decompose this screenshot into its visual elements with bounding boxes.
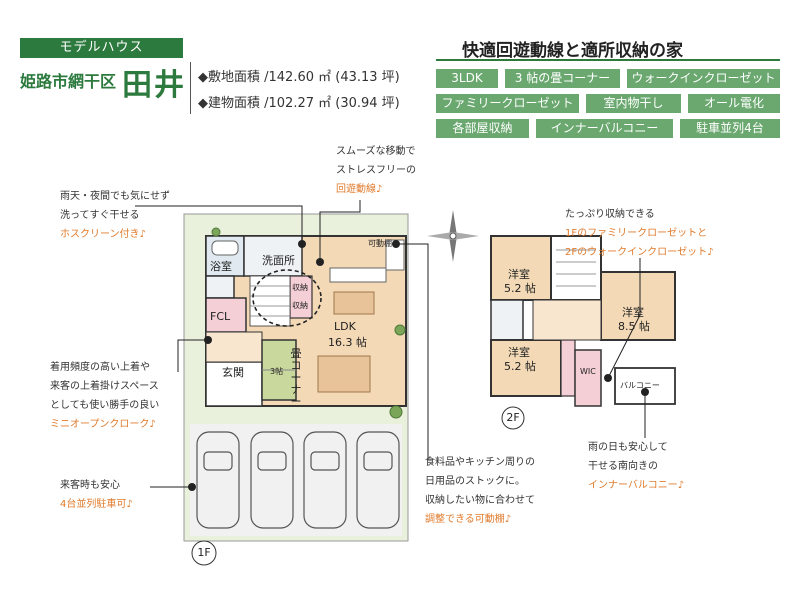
callout-hoscreen-highlight: ホスクリーン付き♪	[60, 229, 146, 240]
city-label: 姫路市網干区	[20, 72, 117, 91]
tag-indoor-drying: 室内物干し	[586, 94, 681, 113]
tag-room-storage: 各部屋収納	[436, 119, 529, 138]
callout-parking-line1: 来客時も安心	[60, 480, 120, 491]
callout-shelf-highlight: 調整できる可動棚♪	[425, 514, 512, 525]
room-2f-a-size: 5.2 帖	[504, 282, 536, 295]
room-storage-1: 収納	[292, 283, 308, 292]
room-2f-c: 洋室	[508, 346, 530, 359]
callout-kaiyu-line1: スムーズな移動で	[336, 146, 416, 157]
tagline-rule	[436, 59, 780, 61]
callout-balcony: 雨の日も安心して 干せる南向きの インナーバルコニー♪	[588, 438, 684, 495]
callout-shelf: 食料品やキッチン周りの 日用品のストックに。 収納したい物に合わせて 調整できる…	[425, 453, 535, 529]
callout-cloak-line2: 来客の上着掛けスペース	[50, 381, 159, 392]
compass-icon	[427, 210, 479, 262]
callout-shelf-line2: 日用品のストックに。	[425, 476, 525, 487]
callout-parking: 来客時も安心 4台並列駐車可♪	[60, 476, 133, 514]
room-bath: 浴室	[210, 260, 232, 273]
callout-cloak-line1: 着用頻度の高い上着や	[50, 362, 150, 373]
floor-label-2f: 2F	[506, 411, 520, 424]
callout-hoscreen-line1: 雨天・夜間でも気にせず	[60, 191, 170, 202]
callout-storage-2f: たっぷり収納できる 1Fのファミリークローゼットと 2Fのウォークインクローゼッ…	[565, 205, 714, 262]
callout-storage-2f-line2: 1Fのファミリークローゼットと	[565, 228, 708, 239]
callout-balcony-line1: 雨の日も安心して	[588, 442, 668, 453]
site-area: ◆敷地面積 /142.60 ㎡ (43.13 坪)	[198, 70, 400, 85]
callout-cloak: 着用頻度の高い上着や 来客の上着掛けスペース としても使い勝手の良い ミニオープ…	[50, 358, 159, 434]
callout-kaiyu: スムーズな移動で ストレスフリーの 回遊動線♪	[336, 142, 416, 199]
room-2f-balcony: バルコニー	[620, 381, 660, 390]
room-tatami: 畳コーナー	[290, 347, 302, 408]
tag-tatami-corner: 3 帖の畳コーナー	[505, 69, 620, 88]
callout-storage-2f-line1: たっぷり収納できる	[565, 209, 655, 220]
callout-parking-highlight: 4台並列駐車可♪	[60, 499, 133, 510]
room-washroom: 洗面所	[262, 254, 295, 267]
tag-all-electric: オール電化	[688, 94, 780, 113]
callout-balcony-line2: 干せる南向きの	[588, 461, 658, 472]
room-fcl: FCL	[210, 310, 231, 323]
room-tatami-size: 3帖	[270, 367, 284, 376]
cars	[196, 431, 400, 529]
tag-inner-balcony: インナーバルコニー	[536, 119, 673, 138]
callout-cloak-line3: としても使い勝手の良い	[50, 400, 160, 411]
room-2f-a: 洋室	[508, 268, 530, 281]
parking-pad	[190, 424, 402, 536]
room-entrance: 玄関	[222, 366, 244, 379]
tag-family-closet: ファミリークローゼット	[436, 94, 579, 113]
room-2f-b-size: 8.5 帖	[618, 320, 650, 333]
owner-name: 田井	[122, 68, 186, 103]
model-house-badge: モデルハウス	[20, 38, 183, 58]
building-area: ◆建物面積 /102.27 ㎡ (30.94 坪)	[198, 96, 400, 111]
callout-hoscreen-line2: 洗ってすぐ干せる	[60, 210, 140, 221]
room-2f-c-size: 5.2 帖	[504, 360, 536, 373]
tag-3ldk: 3LDK	[436, 69, 498, 88]
callout-cloak-highlight: ミニオープンクローク♪	[50, 419, 156, 430]
room-movable-shelf: 可動棚	[368, 239, 392, 248]
room-2f-b: 洋室	[622, 306, 644, 319]
header-divider	[190, 62, 191, 114]
callout-shelf-line3: 収納したい物に合わせて	[425, 495, 535, 506]
room-2f-wic: WIC	[580, 367, 596, 376]
room-ldk-size: 16.3 帖	[328, 336, 367, 349]
callout-shelf-line1: 食料品やキッチン周りの	[425, 457, 535, 468]
callout-hoscreen: 雨天・夜間でも気にせず 洗ってすぐ干せる ホスクリーン付き♪	[60, 187, 170, 244]
tagline: 快適回遊動線と適所収納の家	[462, 41, 683, 61]
tag-parking-4: 駐車並列4台	[680, 119, 780, 138]
callout-storage-2f-line3: 2Fのウォークインクローゼット♪	[565, 247, 714, 258]
callout-kaiyu-line2: ストレスフリーの	[336, 165, 416, 176]
room-storage-2: 収納	[292, 301, 308, 310]
tag-walk-in-closet: ウォークインクローゼット	[627, 69, 780, 88]
floor-label-1f: 1F	[197, 546, 211, 559]
callout-balcony-highlight: インナーバルコニー♪	[588, 480, 685, 491]
callout-kaiyu-highlight: 回遊動線♪	[336, 184, 383, 195]
room-ldk: LDK	[334, 320, 356, 333]
